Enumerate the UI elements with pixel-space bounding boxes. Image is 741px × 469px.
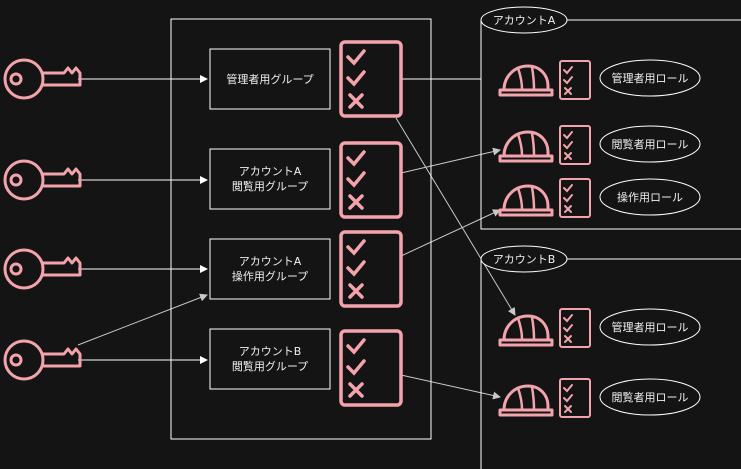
checklist-icon bbox=[559, 125, 591, 165]
role-node: 管理者用ロール bbox=[599, 308, 701, 346]
connections bbox=[77, 75, 516, 400]
helmet-icon bbox=[498, 184, 554, 217]
group-label-line1: アカウントA bbox=[239, 255, 302, 268]
key-icon bbox=[3, 339, 82, 381]
helmet-icon bbox=[498, 384, 554, 417]
checklist-icon bbox=[339, 141, 403, 219]
account-b-container: アカウントB bbox=[480, 245, 741, 469]
role-node: 閲覧者用ロール bbox=[599, 125, 701, 163]
checklist-icon bbox=[559, 60, 591, 100]
group-container bbox=[170, 18, 432, 440]
account-title: アカウントB bbox=[493, 253, 556, 266]
group-label-line2: 閲覧用グループ bbox=[232, 179, 308, 193]
key-icon bbox=[3, 248, 82, 290]
role-node: 閲覧者用ロール bbox=[599, 378, 701, 416]
group-label: 管理者用グループ bbox=[226, 72, 313, 86]
account-title: アカウントA bbox=[493, 14, 556, 27]
checklist-icon bbox=[339, 329, 403, 407]
role-label: 管理者用ロール bbox=[612, 71, 689, 85]
group-box: アカウントB 閲覧用グループ bbox=[209, 328, 331, 390]
role-label: 操作用ロール bbox=[617, 190, 683, 204]
group-box: アカウントA 操作用グループ bbox=[209, 238, 331, 300]
role-node: 操作用ロール bbox=[599, 178, 701, 216]
checklist-icon bbox=[559, 378, 591, 418]
checklist-icon bbox=[559, 178, 591, 218]
group-label-line2: 閲覧用グループ bbox=[232, 359, 308, 373]
role-label: 閲覧者用ロール bbox=[612, 390, 689, 404]
group-label-line2: 操作用グループ bbox=[232, 269, 308, 283]
role-label: 閲覧者用ロール bbox=[612, 137, 689, 151]
key-icon bbox=[3, 58, 82, 100]
checklist-icon bbox=[339, 230, 403, 308]
group-label-line1: アカウントB bbox=[239, 345, 302, 358]
account-a-container: アカウントA bbox=[480, 6, 741, 230]
role-node: 管理者用ロール bbox=[599, 59, 701, 97]
checklist-icon bbox=[559, 308, 591, 348]
role-label: 管理者用ロール bbox=[612, 320, 689, 334]
group-box: アカウントA 閲覧用グループ bbox=[209, 148, 331, 210]
group-label-line1: アカウントA bbox=[239, 165, 302, 178]
helmet-icon bbox=[498, 314, 554, 347]
helmet-icon bbox=[498, 64, 554, 97]
helmet-icon bbox=[498, 130, 554, 163]
group-box: 管理者用グループ bbox=[209, 48, 331, 110]
key-icon bbox=[3, 159, 82, 201]
checklist-icon bbox=[339, 40, 403, 118]
